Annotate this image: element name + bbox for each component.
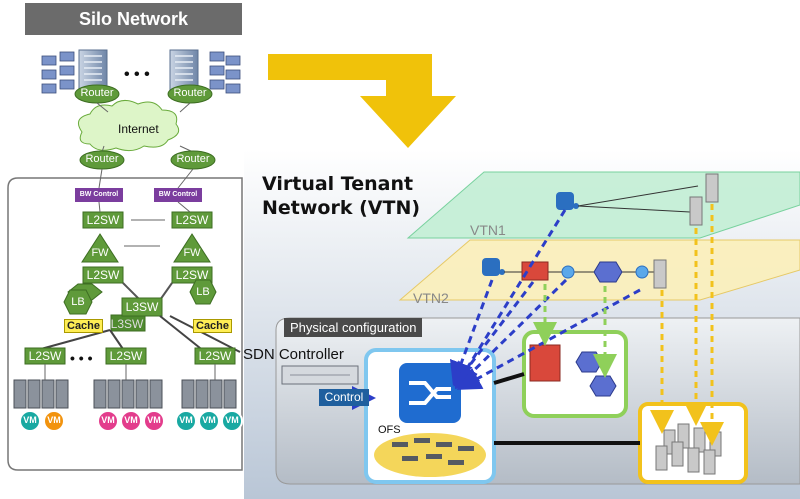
physical-config-label: Physical configuration [284,318,423,337]
server-racks [13,379,237,409]
vm-label-7: VM [202,415,216,425]
l2sw-label-2: L2SW [175,213,209,227]
bw-control-label-1: BW Control [79,191,119,198]
internet-label: Internet [118,122,159,136]
sdn-controller-label: SDN Controller [243,346,344,363]
fw-right [173,233,211,263]
l2sw-label-3: L2SW [86,268,120,282]
vtn1-server-2 [689,196,703,226]
vm-label-8: VM [225,415,239,425]
ofs-switches [392,438,474,465]
cache-label-2: Cache [193,319,233,333]
internet-cloud [77,100,180,152]
vm-label-1: VM [23,415,37,425]
control-label: Control [319,389,369,406]
bw-control-label-2: BW Control [158,191,198,198]
bw-control-right [154,188,202,202]
router-label-2: Router [173,87,207,99]
router-label-3: Router [85,153,119,165]
router-label-4: Router [176,153,210,165]
l2sw-left-1 [82,211,124,229]
vm-label-4: VM [124,415,138,425]
vtn2-lb [593,261,623,283]
fw-label-1: FW [91,247,109,259]
l3sw-label-back: L3SW [110,317,144,331]
vtn-title: Virtual Tenant Network (VTN) [262,172,420,220]
l3sw-front [121,297,163,317]
ofs-switch-icon [399,363,461,423]
datacenter-frame [7,177,243,471]
server-mapping-arrows [650,204,724,446]
lb-label-1: LB [71,296,85,308]
physical-servers [655,423,722,475]
l2sw-label-1: L2SW [86,213,120,227]
vtn2-label: VTN2 [413,290,449,306]
silo-network-title: Silo Network [25,3,242,35]
appliance-mapping-arrows [533,284,617,378]
vm-label-5: VM [147,415,161,425]
cache-label-1: Cache [64,319,104,333]
router-label-1: Router [80,87,114,99]
l3sw-label: L3SW [125,300,159,314]
fw-label-2: FW [183,247,201,259]
physical-lb [589,375,617,397]
l2sw-left-2 [82,266,124,284]
vtn-title-line2: Network (VTN) [262,197,421,219]
vtn1-label: VTN1 [470,222,506,238]
pc-cluster-left [41,51,75,94]
lb-right [189,279,217,305]
vm-label-6: VM [179,415,193,425]
physical-firewall [529,344,561,382]
lb-label-2: LB [196,286,210,298]
vm-circles [19,410,243,432]
vm-label-3: VM [101,415,115,425]
transform-arrow [268,54,456,148]
vtn-title-line1: Virtual Tenant [262,173,414,195]
l2sw-right-2 [171,266,213,284]
vtn2-switch [482,258,500,276]
vm-label-2: VM [47,415,61,425]
ellipsis-top: • • • [124,66,150,83]
bw-control-left [75,188,123,202]
vtn1-switch [556,192,574,210]
fw-left [81,233,119,263]
l2sw-label-4: L2SW [175,268,209,282]
l2sw-right-1 [171,211,213,229]
l2sw-label-6: L2SW [109,349,143,363]
vtn1-server-1 [705,173,719,203]
vtn2-server [653,259,667,289]
ofs-label: OFS [378,424,401,436]
vtn2-firewall [521,261,549,281]
l2sw-label-7: L2SW [198,349,232,363]
pc-cluster-right [209,51,241,94]
ellipsis-bottom: • • • [70,350,93,366]
l2sw-label-5: L2SW [28,349,62,363]
